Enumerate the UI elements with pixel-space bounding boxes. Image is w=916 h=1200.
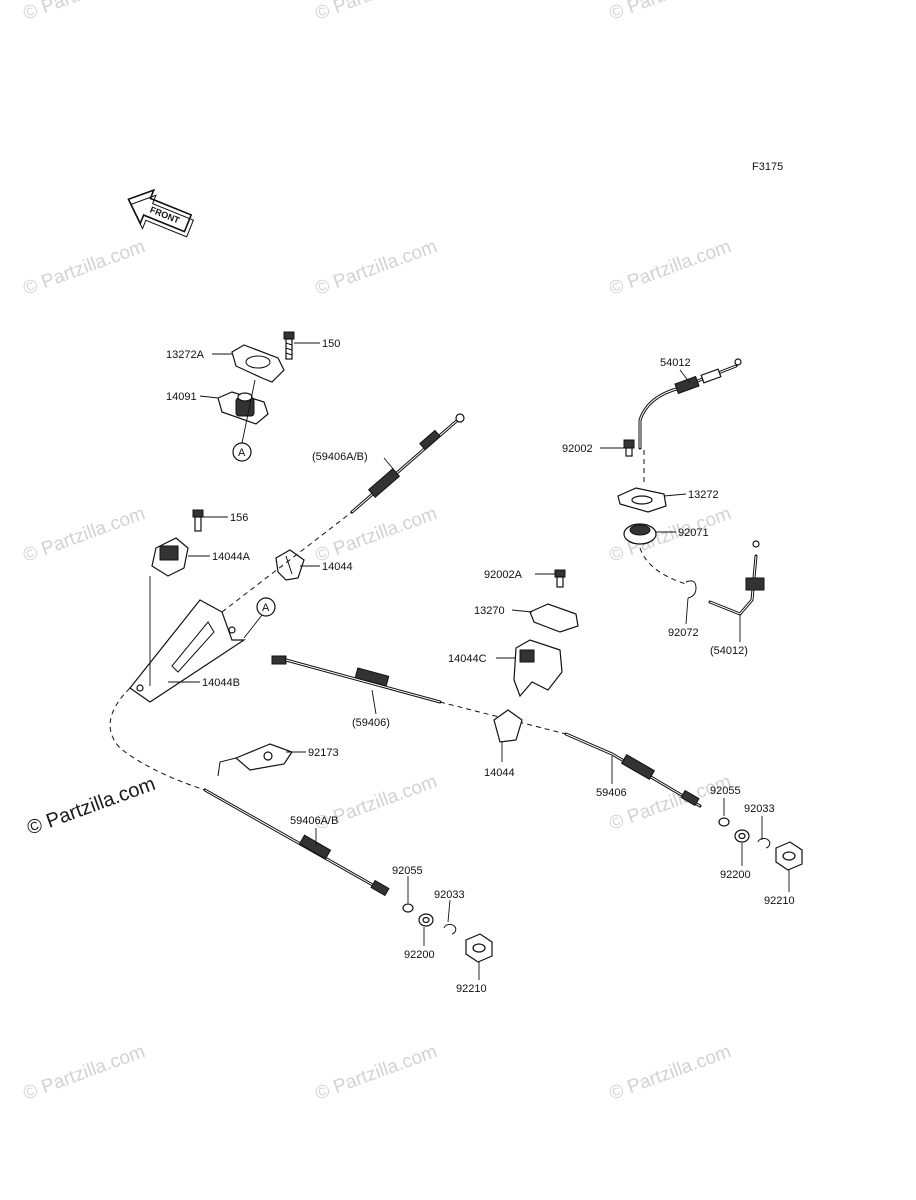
screw-156	[192, 509, 204, 532]
watermark-text: © Partzilla.com	[313, 236, 440, 300]
cable-59406-right	[564, 732, 702, 808]
callout-92200-right: 92200	[720, 869, 751, 881]
bracket-14044C	[513, 639, 563, 698]
callout-92173: 92173	[308, 747, 339, 759]
nut-92210-left	[465, 933, 493, 963]
callout-92055-left: 92055	[392, 865, 423, 877]
leader-lines	[149, 342, 790, 980]
bolt-92002A	[554, 569, 566, 588]
callout-ref-a: A	[238, 447, 246, 459]
watermark-text: © Partzilla.com	[313, 503, 440, 567]
callout-92002A: 92002A	[484, 569, 523, 581]
holder-14091	[217, 391, 269, 425]
watermark-text: © Partzilla.com	[607, 1041, 734, 1105]
callout-150: 150	[322, 338, 340, 350]
watermark-text: © Partzilla.com	[607, 236, 734, 300]
callout-92210-right: 92210	[764, 895, 795, 907]
callout-59406AB: 59406A/B	[290, 815, 338, 827]
gasket-13272A	[231, 344, 285, 383]
callout-ref-a-2: A	[262, 602, 270, 614]
dashed-route-line	[639, 547, 687, 585]
watermark-text: © Partzilla.com	[21, 0, 148, 25]
washer-92200-left	[418, 913, 434, 927]
watermark-text: © Partzilla.com	[21, 1041, 148, 1105]
clamp-14044A	[151, 537, 189, 577]
dashed-route-line	[221, 511, 353, 613]
clip-92033-left	[443, 923, 457, 935]
callout-156: 156	[230, 512, 248, 524]
gasket-13272	[617, 487, 667, 513]
callout-13270: 13270	[474, 605, 505, 617]
callout-59406: 59406	[596, 787, 627, 799]
bolt-92002	[623, 439, 635, 457]
o-ring-92055-right	[718, 817, 730, 827]
bolt-150	[283, 331, 295, 360]
nut-92210-right	[775, 841, 803, 871]
watermark-brand: © Partzilla.com	[24, 773, 158, 840]
callout-13272: 13272	[688, 489, 719, 501]
watermark-text: © Partzilla.com	[21, 503, 148, 567]
figure-code: F3175	[752, 161, 783, 173]
callout-14044: 14044	[322, 561, 353, 573]
callout-labels: 13272A 150 14091 A (59406A/B) 156 14044A…	[166, 338, 795, 995]
callout-14044-middle: 14044	[484, 767, 515, 779]
callout-59406-paren: (59406)	[352, 717, 390, 729]
callout-92200-left: 92200	[404, 949, 435, 961]
plate-13270	[529, 603, 579, 633]
cable-59406AB-lower	[203, 788, 390, 897]
clip-92033-right	[757, 837, 771, 849]
callout-92055-right: 92055	[710, 785, 741, 797]
dashed-route-line	[109, 687, 206, 791]
callout-13272A: 13272A	[166, 349, 205, 361]
clip-92072	[685, 580, 697, 599]
callout-92002: 92002	[562, 443, 593, 455]
cable-54012-lower	[708, 540, 765, 616]
watermark-text: © Partzilla.com	[313, 0, 440, 25]
holder-14044-middle	[493, 709, 523, 743]
callout-92210-left: 92210	[456, 983, 487, 995]
grommet-92071	[623, 523, 657, 545]
reference-marker-a	[256, 597, 276, 617]
callout-92033-left: 92033	[434, 889, 465, 901]
bracket-92173	[217, 743, 293, 777]
callout-14091: 14091	[166, 391, 197, 403]
o-ring-92055-left	[402, 903, 414, 913]
callout-92072: 92072	[668, 627, 699, 639]
callout-54012: 54012	[660, 357, 691, 369]
watermark-text: © Partzilla.com	[313, 1041, 440, 1105]
callout-14044C: 14044C	[448, 653, 487, 665]
callout-92071: 92071	[678, 527, 709, 539]
cable-59406-middle	[271, 655, 442, 704]
cable-59406AB-upper	[350, 413, 465, 514]
front-direction-arrow-icon: FRONT	[127, 188, 195, 238]
holder-14044	[275, 549, 305, 581]
watermark-layer: © Partzilla.com © Partzilla.com © Partzi…	[21, 0, 734, 1105]
callout-92033-right: 92033	[744, 803, 775, 815]
washer-92200-right	[734, 829, 750, 843]
watermark-text: © Partzilla.com	[607, 771, 734, 835]
callout-14044B: 14044B	[202, 677, 240, 689]
bracket-14044B	[129, 599, 246, 703]
callout-14044A: 14044A	[212, 551, 251, 563]
callout-54012-paren: (54012)	[710, 645, 748, 657]
watermark-text: © Partzilla.com	[21, 236, 148, 300]
watermark-text: © Partzilla.com	[607, 0, 734, 25]
callout-59406AB-paren: (59406A/B)	[312, 451, 368, 463]
cable-54012-upper	[638, 358, 742, 450]
